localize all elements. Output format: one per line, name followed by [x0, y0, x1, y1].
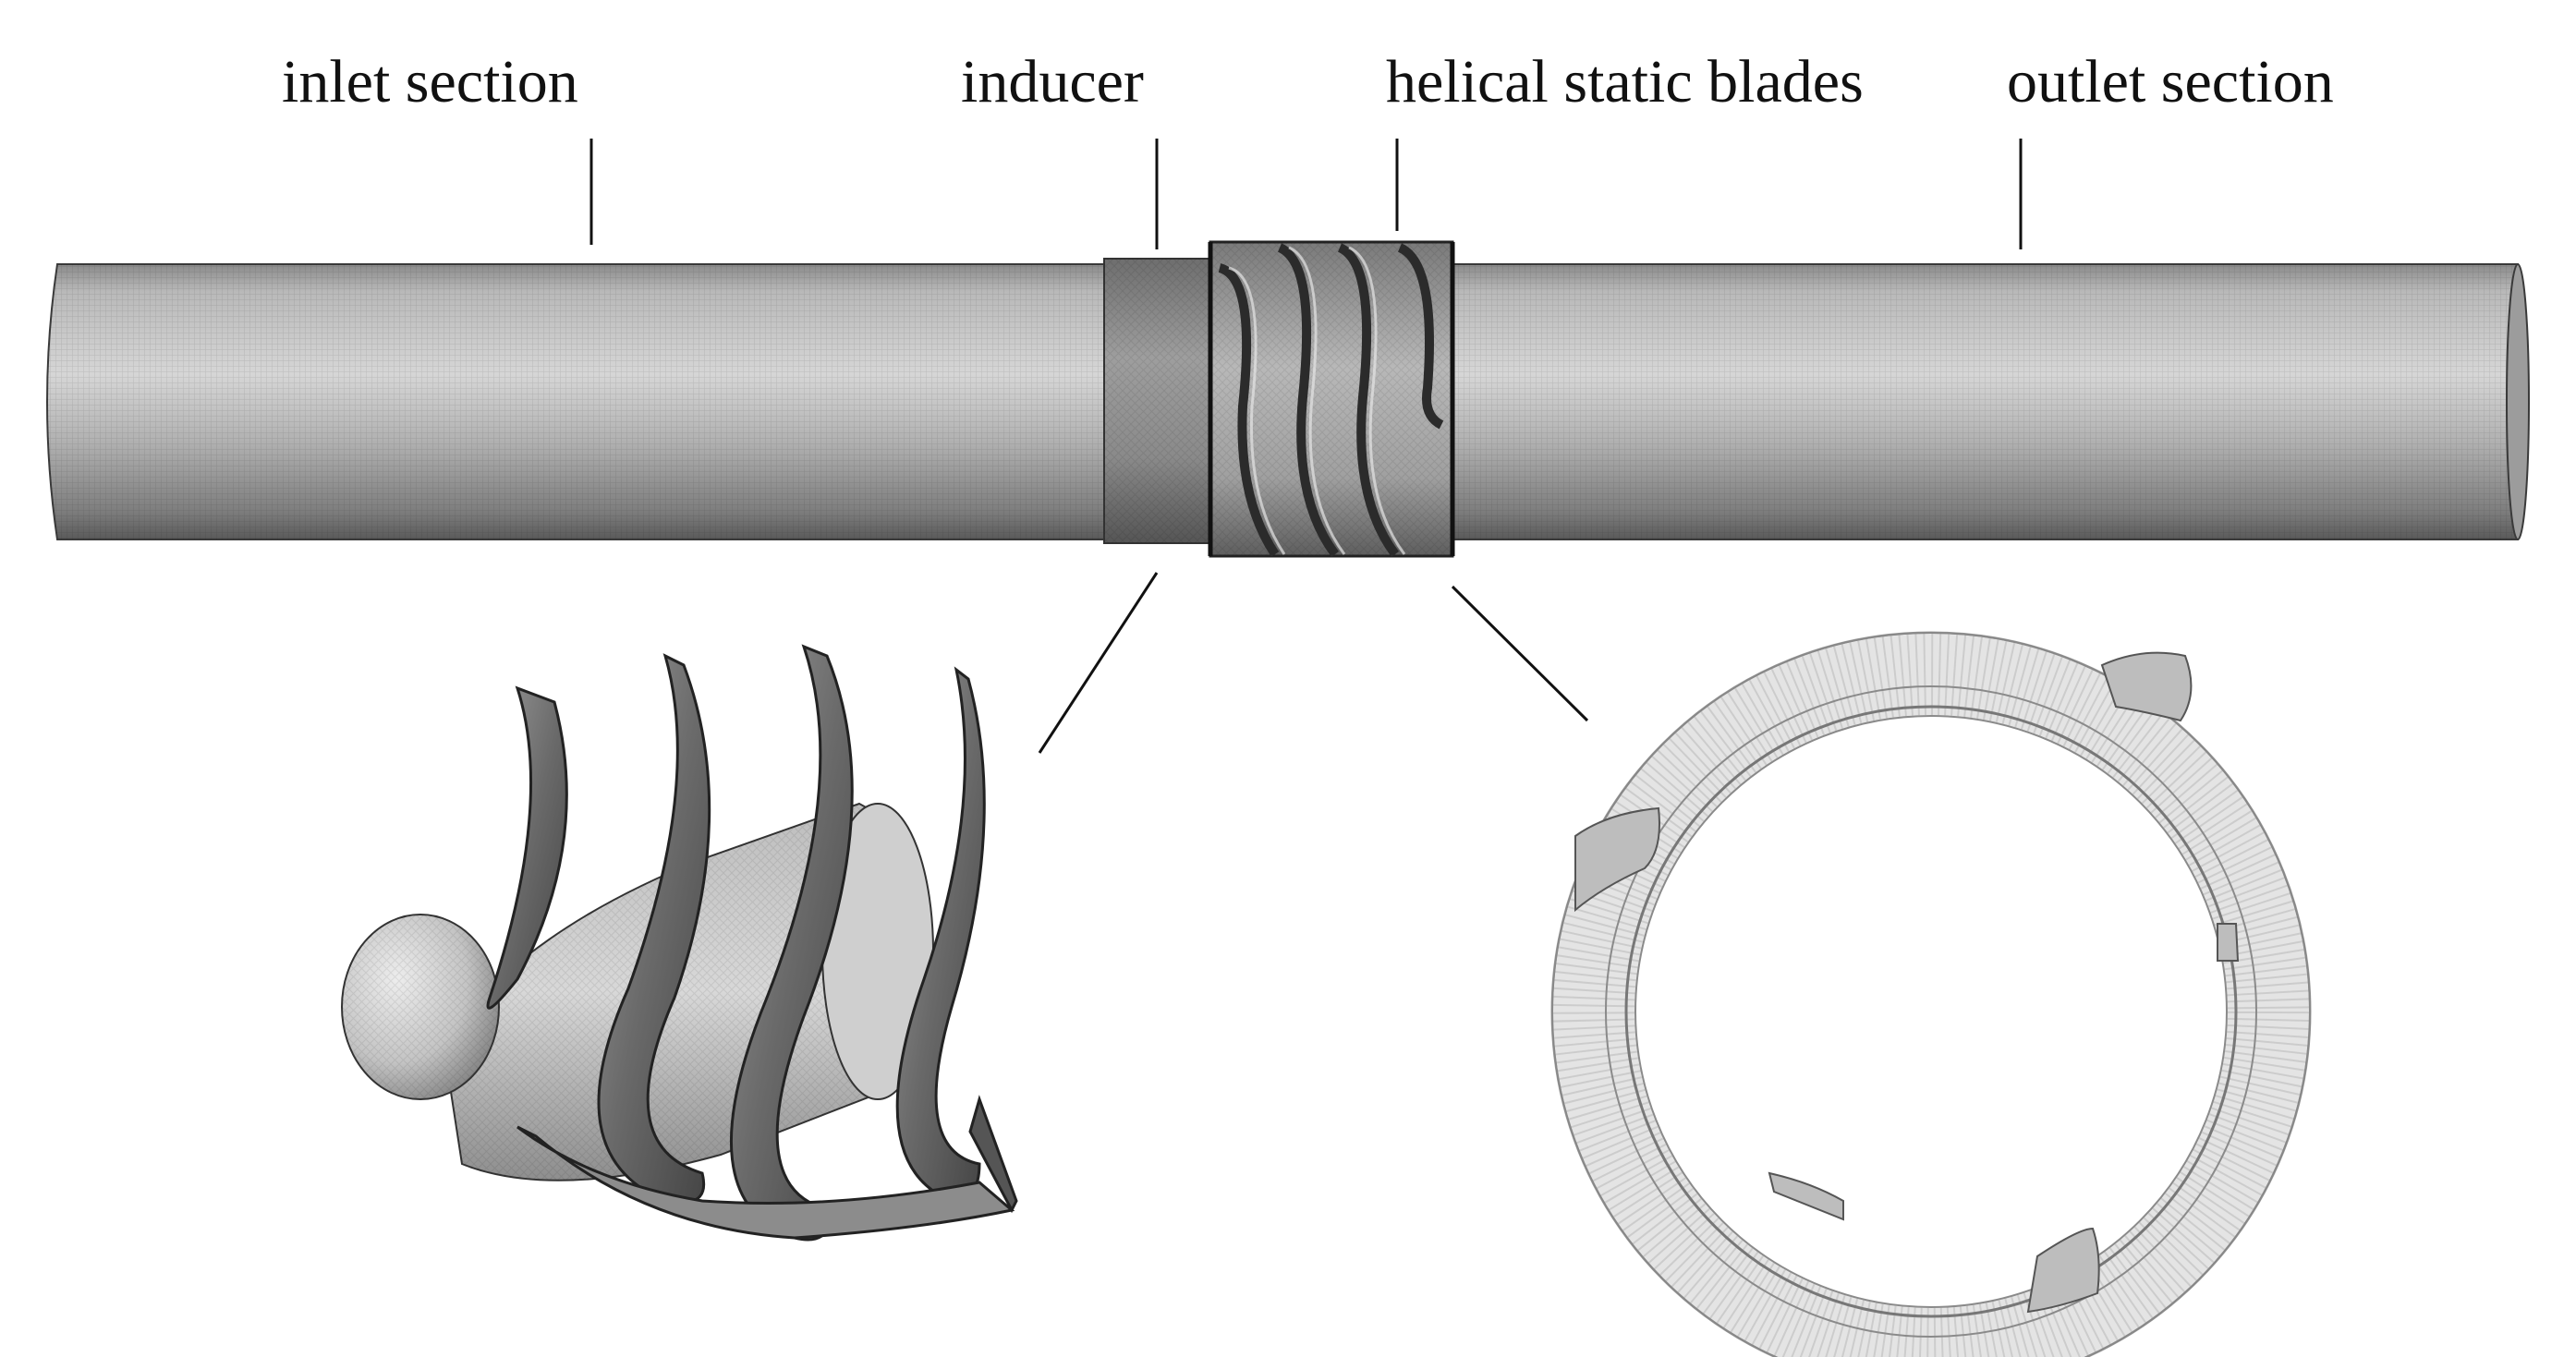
- ring-blade-tips: [1574, 651, 2240, 1314]
- inducer-label: inducer: [961, 48, 1144, 115]
- blades-detail-leader: [1451, 585, 1589, 722]
- inducer-detail-leader: [1038, 572, 1159, 754]
- inducer-blades: [486, 644, 1018, 1242]
- leader-lines: [589, 139, 2023, 754]
- helical-static-blades-label: helical static blades: [1386, 48, 1864, 115]
- outlet-section-label: outlet section: [2007, 48, 2334, 115]
- ring-inner-hole: [1634, 715, 2228, 1308]
- pipe-outlet-end: [2506, 263, 2530, 540]
- helical-blade-grooves: [1218, 243, 1444, 557]
- inlet-section-label: inlet section: [282, 48, 578, 115]
- helical-blades-section: [1208, 240, 1455, 558]
- inducer-blade-skirt: [516, 1125, 1015, 1240]
- main-pipe: [46, 240, 2530, 558]
- ring-body: [1553, 634, 2309, 1357]
- static-blades-ring-detail: [1550, 631, 2312, 1357]
- inducer-detail: [341, 644, 1018, 1242]
- inducer-band-mesh: [1104, 259, 1215, 543]
- inducer-blade-1: [486, 685, 568, 1010]
